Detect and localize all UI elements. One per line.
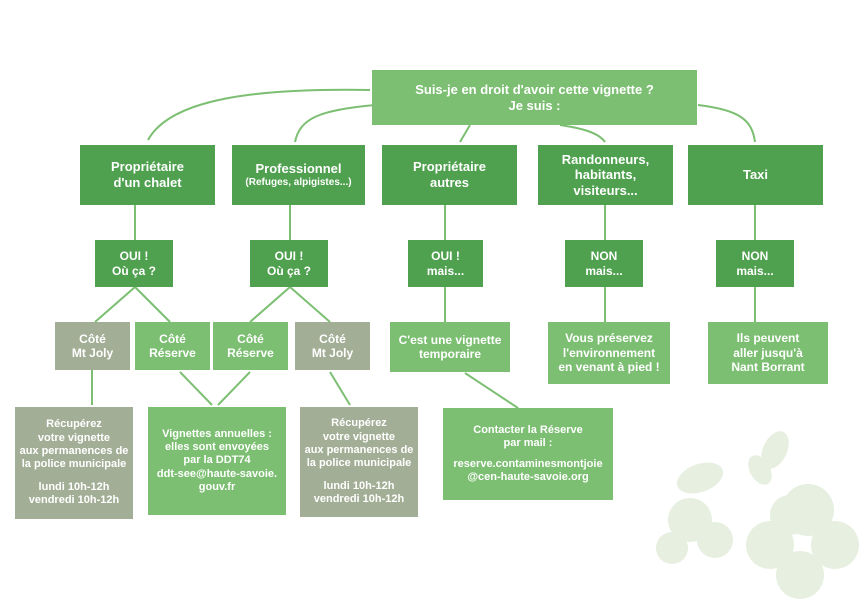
answer-label: Où ça ?	[266, 263, 311, 278]
answer-non-1: NON mais...	[565, 240, 643, 287]
answer-non-2: NON mais...	[716, 240, 794, 287]
info-hours: vendredi 10h-12h	[313, 493, 405, 506]
answer-label: OUI !	[431, 249, 460, 264]
answer-label: OUI !	[274, 249, 304, 264]
note-label: aller jusqu'à	[733, 345, 803, 360]
note-label: Vous préservez	[565, 331, 653, 346]
info-hours: lundi 10h-12h	[323, 480, 395, 493]
info-text: votre vignette	[322, 430, 396, 443]
place-label: Côté	[159, 331, 186, 346]
category-label: Taxi	[742, 167, 769, 183]
note-nant-borrant: Ils peuvent aller jusqu'à Nant Borrant	[708, 322, 828, 384]
info-email: @cen-haute-savoie.org	[467, 471, 589, 484]
answer-label: OUI !	[119, 249, 149, 264]
category-label: Professionnel	[255, 161, 342, 177]
category-label: visiteurs...	[573, 182, 638, 198]
info-text: la police municipale	[306, 457, 412, 469]
info-vignettes-annuelles: Vignettes annuelles : elles sont envoyée…	[148, 407, 286, 515]
info-hours: vendredi 10h-12h	[28, 494, 120, 507]
note-label: temporaire	[418, 347, 482, 361]
answer-label: mais...	[585, 263, 623, 278]
note-vignette-temporaire: C'est une vignette temporaire	[390, 322, 510, 372]
info-text: par la DDT74	[183, 454, 251, 467]
answer-oui-2: OUI ! Où ça ?	[250, 240, 328, 287]
connector-root-left	[147, 88, 371, 141]
place-label: Mt Joly	[71, 346, 114, 360]
place-label: Côté	[79, 331, 106, 346]
root-question-line1: Suis-je en droit d'avoir cette vignette …	[415, 81, 654, 97]
note-environnement: Vous préservez l'environnement en venant…	[548, 322, 670, 384]
connector-root-far-right	[697, 104, 756, 143]
answer-oui-1: OUI ! Où ça ?	[95, 240, 173, 287]
place-reserve-left: Côté Réserve	[135, 322, 210, 370]
info-text: Récupérez	[331, 417, 387, 430]
category-label: Randonneurs,	[561, 151, 650, 167]
category-label: Propriétaire	[111, 159, 184, 175]
answer-label: NON	[741, 249, 769, 264]
category-label: d'un chalet	[113, 175, 182, 190]
place-label: Côté	[237, 331, 264, 346]
info-text: votre vignette	[37, 431, 111, 444]
connector-root-mid	[459, 124, 471, 143]
info-text: aux permanences de	[304, 443, 414, 456]
answer-label: NON	[590, 249, 618, 264]
note-label: Nant Borrant	[731, 360, 805, 375]
place-reserve-right: Côté Réserve	[213, 322, 288, 370]
info-contact-reserve: Contacter la Réserve par mail : reserve.…	[443, 408, 613, 500]
answer-label: mais...	[736, 263, 774, 278]
info-text: elles sont envoyées	[165, 441, 269, 454]
connector-root-right	[559, 124, 606, 143]
info-text: Contacter la Réserve	[473, 423, 583, 436]
place-label: Réserve	[149, 346, 196, 360]
info-police-municipale-left: Récupérez votre vignette aux permanences…	[15, 407, 133, 519]
place-label: Mt Joly	[311, 346, 354, 360]
note-label: en venant à pied !	[558, 360, 660, 375]
note-label: C'est une vignette	[398, 332, 502, 347]
place-label: Côté	[319, 331, 346, 346]
info-text: par mail :	[503, 436, 553, 449]
answer-oui-3: OUI ! mais...	[408, 240, 483, 287]
category-label: habitants,	[574, 167, 637, 183]
info-text: Récupérez	[46, 418, 102, 431]
place-label: Réserve	[227, 346, 274, 360]
root-question-box: Suis-je en droit d'avoir cette vignette …	[372, 70, 697, 125]
category-proprietaire-chalet: Propriétaire d'un chalet	[80, 145, 215, 205]
category-taxi: Taxi	[688, 145, 823, 205]
place-mt-joly-left: Côté Mt Joly	[55, 322, 130, 370]
connector-root-left2	[294, 104, 376, 143]
category-randonneurs: Randonneurs, habitants, visiteurs...	[538, 145, 673, 205]
category-professionnel: Professionnel (Refuges, alpigistes...)	[232, 145, 365, 205]
info-hours: lundi 10h-12h	[38, 481, 110, 494]
category-proprietaire-autres: Propriétaire autres	[382, 145, 517, 205]
info-police-municipale-right: Récupérez votre vignette aux permanences…	[300, 407, 418, 517]
category-label: autres	[429, 175, 470, 190]
root-question-line2: Je suis :	[508, 97, 561, 113]
info-text: aux permanences de	[19, 444, 129, 457]
note-label: l'environnement	[562, 345, 656, 360]
info-text: Vignettes annuelles :	[162, 428, 272, 441]
answer-label: Où ça ?	[111, 263, 156, 278]
info-text: la police municipale	[21, 458, 127, 470]
category-sublabel: (Refuges, alpigistes...)	[245, 176, 352, 188]
info-email: ddt-see@haute-savoie.	[156, 467, 278, 480]
answer-label: mais...	[426, 263, 465, 278]
info-email: reserve.contaminesmontjoie	[453, 458, 603, 470]
note-label: Ils peuvent	[736, 331, 800, 346]
place-mt-joly-right: Côté Mt Joly	[295, 322, 370, 370]
category-label: Propriétaire	[413, 159, 486, 175]
info-email: gouv.fr	[198, 480, 236, 493]
flower-decoration	[656, 431, 859, 599]
